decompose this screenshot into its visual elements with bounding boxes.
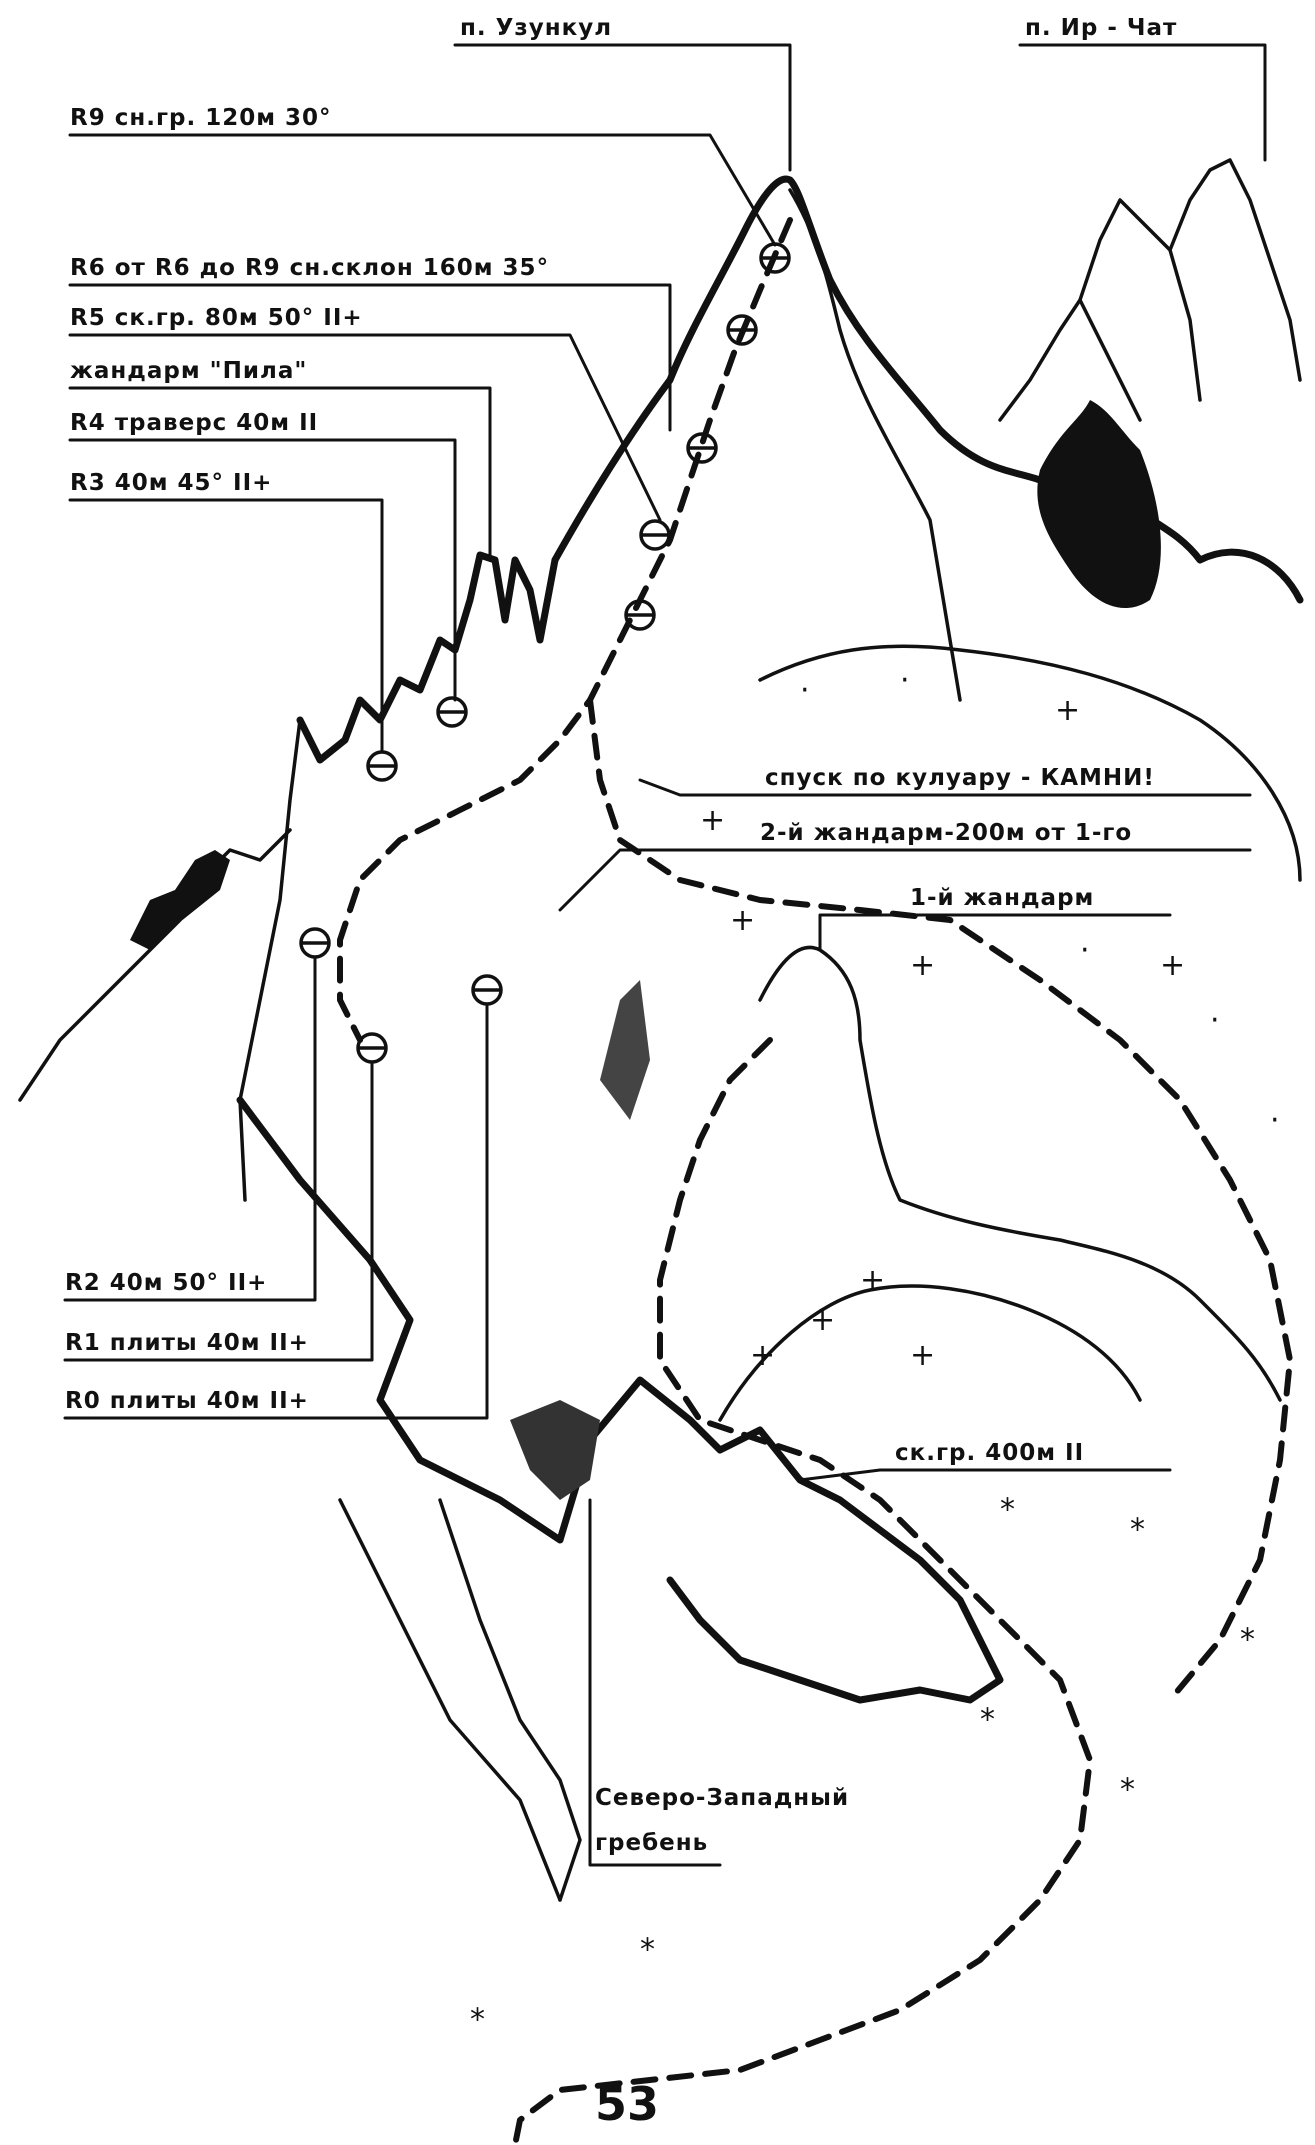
r6-label: R6 от R6 до R9 сн.склон 160м 35°	[70, 255, 549, 281]
hatched-bottom	[510, 1400, 600, 1500]
leader-r0	[63, 1002, 489, 1420]
lower-valley	[438, 1498, 582, 1902]
scree-dot: ·	[1270, 1103, 1280, 1138]
leader-ir-chat	[1018, 43, 1267, 162]
leader-r9	[68, 133, 777, 247]
belay-r7	[686, 432, 718, 464]
scree-symbol: +	[730, 903, 755, 938]
r1-label: R1 плиты 40м II+	[65, 1330, 309, 1356]
grass-symbol: ⁎	[980, 1693, 995, 1728]
leader-gendarme2	[558, 848, 1252, 912]
gendarme-2-label: 2-й жандарм-200м от 1-го	[760, 820, 1132, 846]
leader-pila	[68, 386, 492, 562]
leader-gendarme1	[818, 913, 1172, 952]
grass-symbol: ⁎	[1000, 1483, 1015, 1518]
belay-r1	[356, 1032, 388, 1064]
belay-r5	[624, 599, 656, 631]
leader-r3	[68, 498, 384, 754]
r5-label: R5 ск.гр. 80м 50° II+	[70, 305, 363, 331]
r4-label: R4 траверс 40м II	[70, 410, 318, 436]
r0-label: R0 плиты 40м II+	[65, 1388, 309, 1414]
lower-valley-2	[338, 1498, 562, 1902]
leader-nw-ridge	[588, 1498, 722, 1867]
lower-snowfield	[718, 1284, 1142, 1422]
leader-uzunkul	[453, 43, 792, 172]
grass-symbol: ⁎	[1130, 1503, 1145, 1538]
descent-label: спуск по кулуару - КАМНИ!	[765, 765, 1155, 791]
grass-symbol: ⁎	[1120, 1763, 1135, 1798]
gendarme-pila-label: жандарм "Пила"	[70, 358, 307, 384]
scree-dot: ·	[1210, 1003, 1220, 1038]
shaded-areas	[130, 400, 1161, 1500]
scree-symbol: +	[910, 948, 935, 983]
leader-r4	[68, 438, 457, 702]
nw-ridge-label-line2: гребень	[595, 1830, 708, 1856]
nw-ridge-label-line1: Северо-Западный	[595, 1785, 849, 1811]
scree-dot: ·	[900, 663, 910, 698]
leader-lines	[63, 43, 1267, 1867]
hatched-couloir	[600, 980, 650, 1120]
r3-label: R3 40м 45° II+	[70, 470, 272, 496]
return-route	[512, 1037, 1093, 2145]
belay-r9	[759, 242, 791, 274]
middle-snowfield-edge	[758, 644, 1302, 882]
routes	[337, 217, 1293, 2145]
leader-r2	[63, 955, 317, 1302]
terrain-symbols: + + + + + + + + + · · · · · ⁎ ⁎ ⁎ ⁎ ⁎ ⁎ …	[470, 663, 1280, 2028]
leader-rock-ridge	[798, 1468, 1172, 1482]
grass-symbol: ⁎	[640, 1923, 655, 1958]
descent-route	[587, 697, 1293, 1703]
scree-symbol: +	[750, 1338, 775, 1373]
peak-inner-line	[788, 188, 962, 702]
rock-ridge-label: ск.гр. 400м II	[895, 1440, 1084, 1466]
left-slope	[238, 718, 302, 1202]
labels: п. Узункул п. Ир - Чат R9 сн.гр. 120м 30…	[65, 15, 1177, 2131]
hatched-pila-area	[1037, 400, 1161, 609]
ascent-route	[337, 217, 793, 1043]
scree-dot: ·	[1080, 933, 1090, 968]
left-jagged-ridge	[296, 551, 559, 764]
scree-symbol: +	[810, 1303, 835, 1338]
scree-symbol: +	[910, 1338, 935, 1373]
scree-dot: ·	[800, 673, 810, 708]
leader-r1	[63, 1060, 374, 1362]
scree-symbol: +	[1055, 693, 1080, 728]
grass-symbol: ⁎	[470, 1993, 485, 2028]
lower-left-ridge	[236, 1096, 1004, 1704]
grass-symbol: ⁎	[1240, 1613, 1255, 1648]
belay-r4	[436, 696, 468, 728]
first-gendarme-outline	[758, 945, 1282, 1402]
belay-r0	[471, 974, 503, 1006]
leader-r6	[68, 283, 672, 432]
black-patch-left	[130, 850, 230, 950]
leader-r5	[68, 333, 662, 522]
scree-symbol: +	[1160, 948, 1185, 983]
leader-descent	[638, 778, 1252, 797]
main-peak-ridge	[551, 175, 1304, 604]
peak-ir-chat-label: п. Ир - Чат	[1025, 15, 1177, 41]
peak-uzunkul-label: п. Узункул	[460, 15, 612, 41]
page-number: 53	[595, 2077, 659, 2131]
belay-r3	[366, 750, 398, 782]
belay-r6	[639, 519, 671, 551]
belay-r2	[299, 927, 331, 959]
gendarme-1-label: 1-й жандарм	[910, 885, 1094, 911]
right-distant-peak	[998, 158, 1302, 422]
belay-stations	[299, 242, 791, 1064]
r9-label: R9 сн.гр. 120м 30°	[70, 105, 332, 131]
belay-r8	[726, 314, 758, 346]
scree-symbol: +	[860, 1263, 885, 1298]
scree-symbol: +	[700, 803, 725, 838]
right-peak-inner	[1078, 248, 1202, 422]
r2-label: R2 40м 50° II+	[65, 1270, 267, 1296]
